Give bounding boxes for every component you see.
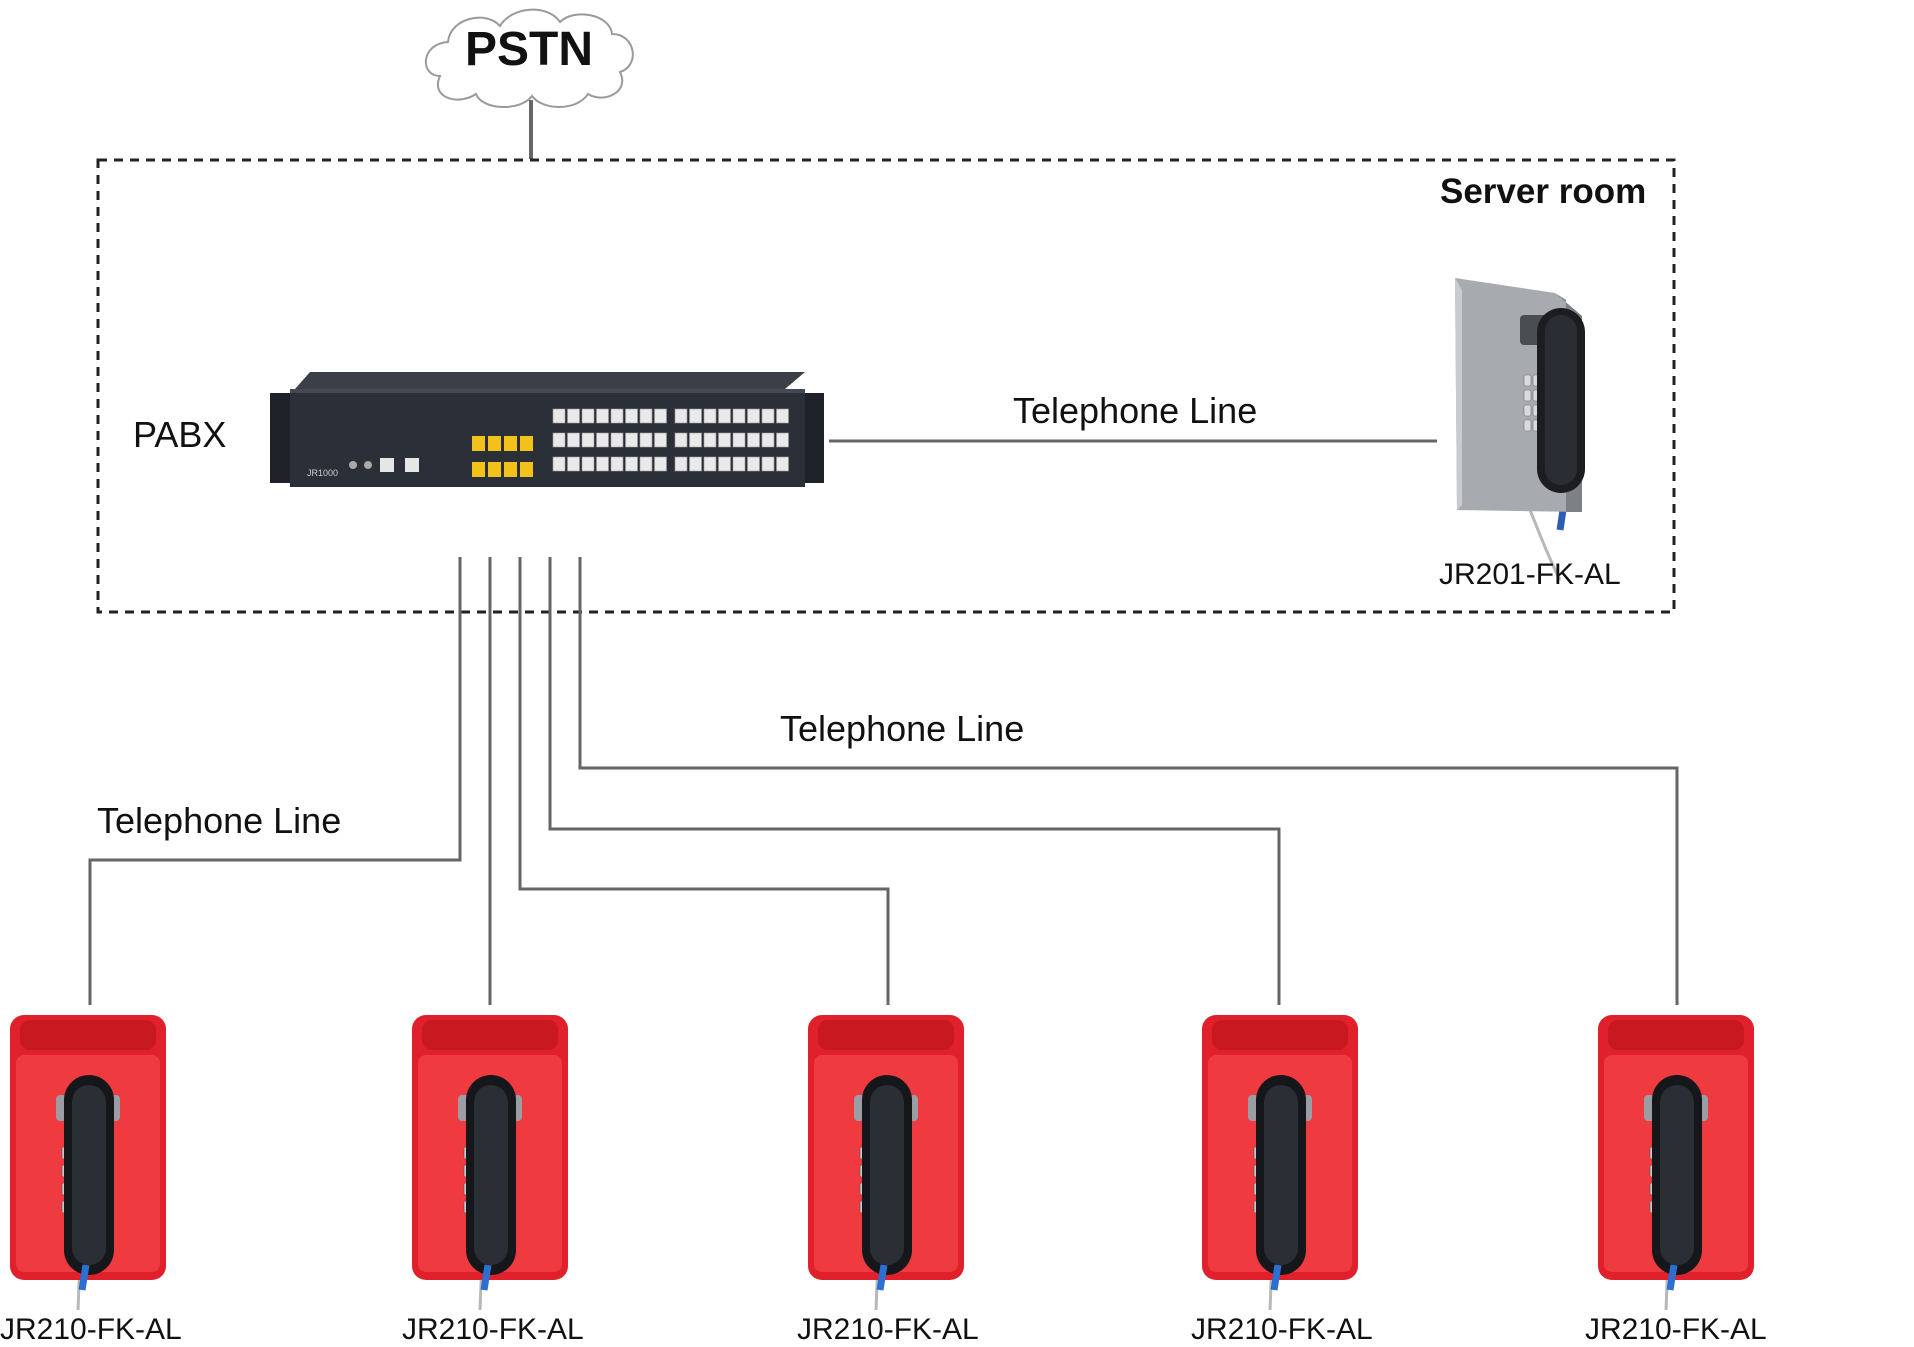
field-phone-model: JR210-FK-AL [797, 1313, 979, 1346]
trunk-port [504, 436, 517, 451]
field-phone-image [10, 1015, 166, 1311]
field-phone-model: JR210-FK-AL [1191, 1313, 1373, 1346]
extension-port [718, 408, 731, 424]
extension-port [761, 456, 775, 472]
server-room-boundary [96, 158, 1676, 614]
extension-port [732, 432, 746, 448]
extension-port [610, 408, 624, 424]
extension-port [639, 432, 653, 448]
extension-ports [552, 408, 789, 472]
extension-port [703, 456, 717, 472]
extension-port [761, 432, 775, 448]
extension-port [689, 408, 702, 424]
extension-port [732, 408, 746, 424]
extension-port [581, 408, 595, 424]
keypad-key [1523, 389, 1532, 402]
trunk-port [504, 462, 517, 477]
extension-port [689, 456, 702, 472]
extension-port [654, 408, 667, 424]
extension-port [674, 408, 688, 424]
extension-port [552, 432, 566, 448]
extension-port [776, 408, 789, 424]
extension-port [732, 456, 746, 472]
server-phone-model: JR201-FK-AL [1439, 558, 1621, 591]
trunk-port [488, 462, 501, 477]
server-room-label: Server room [1440, 172, 1647, 211]
server-phone-image [1455, 278, 1585, 581]
pabx-device: JR1000 [270, 372, 824, 487]
extension-port [610, 456, 624, 472]
extension-port [581, 432, 595, 448]
extension-port [654, 432, 667, 448]
field-phone-image [1202, 1015, 1358, 1311]
field-phone-model: JR210-FK-AL [0, 1313, 182, 1346]
line-label-server: Telephone Line [1013, 390, 1258, 431]
trunk-port [472, 436, 485, 451]
extension-port [747, 408, 760, 424]
pstn-cloud [424, 8, 634, 109]
pabx-label: PABX [133, 414, 227, 455]
extension-port [718, 432, 731, 448]
extension-port [625, 456, 638, 472]
extension-port [747, 432, 760, 448]
extension-port [596, 408, 609, 424]
link-phone-5 [578, 557, 1679, 1005]
link-phone-3 [518, 557, 890, 1005]
extension-port [718, 456, 731, 472]
keypad-key [1523, 404, 1532, 417]
extension-port [596, 456, 609, 472]
extension-port [625, 432, 638, 448]
extension-port [552, 456, 566, 472]
field-phone-image [1598, 1015, 1754, 1311]
line-label-left: Telephone Line [97, 800, 342, 841]
trunk-port [488, 436, 501, 451]
extension-port [689, 432, 702, 448]
extension-port [596, 432, 609, 448]
extension-port [639, 456, 653, 472]
field-phone-model: JR210-FK-AL [402, 1313, 584, 1346]
link-phone-1 [88, 557, 462, 1005]
extension-port [567, 456, 580, 472]
trunk-port [472, 462, 485, 477]
extension-port [674, 432, 688, 448]
trunk-ports [472, 436, 533, 477]
field-phone-links [88, 557, 1679, 1005]
trunk-port [520, 462, 533, 477]
field-phones [10, 1015, 1754, 1311]
link-phone-4 [548, 557, 1281, 1005]
pabx-model-label: JR1000 [307, 468, 338, 478]
extension-port [654, 456, 667, 472]
extension-port [761, 408, 775, 424]
field-phone-image [412, 1015, 568, 1311]
field-phone-image [808, 1015, 964, 1311]
extension-port [639, 408, 653, 424]
keypad-key [1523, 419, 1532, 432]
extension-port [776, 456, 789, 472]
extension-port [625, 408, 638, 424]
extension-port [674, 456, 688, 472]
extension-port [776, 432, 789, 448]
field-phone-model: JR210-FK-AL [1585, 1313, 1767, 1346]
extension-port [610, 432, 624, 448]
extension-port [567, 432, 580, 448]
pstn-label: PSTN [465, 23, 594, 76]
extension-port [552, 408, 566, 424]
extension-port [581, 456, 595, 472]
extension-port [747, 456, 760, 472]
keypad-key [1523, 374, 1532, 387]
extension-port [703, 432, 717, 448]
extension-port [703, 408, 717, 424]
line-label-right: Telephone Line [780, 708, 1025, 749]
extension-port [567, 408, 580, 424]
trunk-port [520, 436, 533, 451]
